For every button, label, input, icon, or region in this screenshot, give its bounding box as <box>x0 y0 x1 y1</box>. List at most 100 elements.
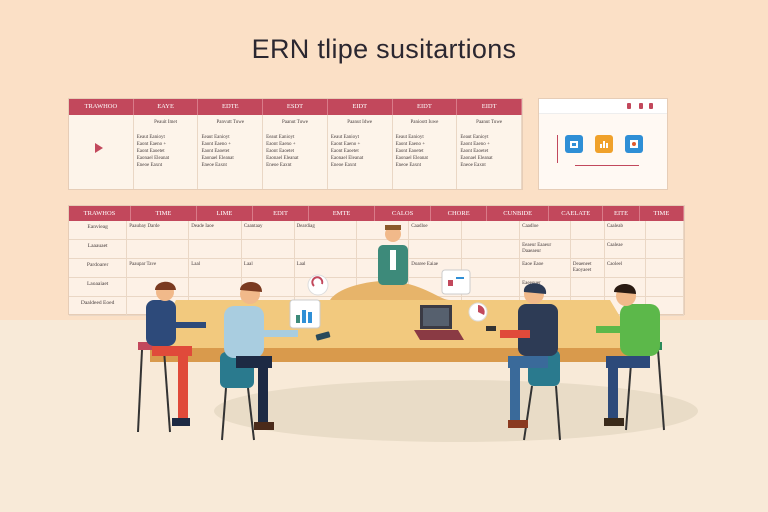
table-header-cell: EMTE <box>309 206 376 221</box>
table-cell <box>646 297 685 315</box>
toolbar-dot-icon[interactable] <box>627 103 631 109</box>
schedule-item: Eaonael Eleanat <box>266 156 299 161</box>
table-cell <box>357 240 410 258</box>
table-cell: Caadloe <box>520 221 571 239</box>
table-cell: Laal <box>242 259 295 277</box>
table-header-cell: CHORE <box>431 206 488 221</box>
schedule-item: Eaont Eaoetet <box>460 149 489 154</box>
table-cell <box>462 259 521 277</box>
toolbar-bar-icon[interactable] <box>649 103 653 109</box>
table-cell <box>127 278 190 296</box>
table-header-cell: CUNBIDE <box>487 206 550 221</box>
schedule-header-cell: EIDT <box>393 99 458 115</box>
document-icon[interactable] <box>441 269 471 295</box>
man-green-figure <box>596 284 665 431</box>
table-cell <box>646 240 685 258</box>
table-cell <box>571 221 605 239</box>
schedule-item: Eeaut Eanioyt <box>201 135 230 140</box>
schedule-item: Eneoe Eaxnt <box>136 163 163 168</box>
schedule-item: Eeaut Eanioyt <box>330 135 360 140</box>
schedule-item: Eaont Eaoetet <box>136 149 165 154</box>
table-cell: Laal <box>189 259 242 277</box>
schedule-item: Eeaut Eanioyt <box>136 135 165 140</box>
schedule-item: Eneoe Eaxnt <box>460 163 486 168</box>
schedule-column-title: Panvutt Tuwe <box>216 120 245 125</box>
table-cell <box>571 278 605 296</box>
schedule-item: Eeaut Eanioyt <box>266 135 295 140</box>
table-cell: Laal <box>295 259 357 277</box>
table-header-cell: CAELATE <box>549 206 604 221</box>
image-icon[interactable] <box>625 135 643 153</box>
play-icon[interactable] <box>95 143 103 153</box>
tablet-chart-icon[interactable] <box>289 299 321 329</box>
workflow-panel-toolbar <box>539 99 667 114</box>
schedule-item: Eeaut Eanioyt <box>460 135 489 140</box>
table-row-label: Daaldeed Eoed <box>69 297 128 315</box>
table-cell <box>127 240 190 258</box>
schedule-column-title: Paanut Tuwe <box>282 120 308 125</box>
table-cell <box>409 240 462 258</box>
table-cell: Caaleae <box>605 240 647 258</box>
workflow-panel <box>538 98 668 190</box>
table-cell <box>357 259 410 277</box>
table-cell <box>242 278 295 296</box>
laptop-icon[interactable] <box>414 305 464 340</box>
table-cell: Eeaeur Eaaeur Daaeaeur <box>520 240 571 258</box>
conference-table <box>150 300 640 350</box>
page-title: ERN tlipe susitartions <box>251 34 517 64</box>
schedule-item: Eaont Eaoetet <box>395 149 424 154</box>
toolbar-bar-icon[interactable] <box>639 103 643 109</box>
table-cell <box>646 278 685 296</box>
schedule-item: Eaont Eaeno + <box>330 142 361 147</box>
table-cell: Caaleab <box>605 221 647 239</box>
phone-icon <box>315 331 331 341</box>
table-cell <box>462 278 521 296</box>
schedule-item: Eaont Eaeno + <box>136 142 167 147</box>
woman-left-figure <box>137 281 206 433</box>
table-header-cell: TIME <box>131 206 197 221</box>
presenter-figure <box>378 225 408 285</box>
table-header-cell: CALOS <box>375 206 432 221</box>
schedule-column-title: Paanut Tuwe <box>476 120 503 125</box>
schedule-item: Eneoe Eaxnt <box>201 163 227 168</box>
calendar-icon[interactable] <box>565 135 583 153</box>
table-cell: Doaree Eaiae <box>409 259 462 277</box>
table-header-cell: LIME <box>197 206 253 221</box>
schedule-item: Eaont Eaeno + <box>395 142 426 147</box>
schedule-header-cell: EIDT <box>328 99 393 115</box>
table-cell <box>462 221 521 239</box>
table-cell: Caadloe <box>409 221 462 239</box>
schedule-header-cell: ESDT <box>263 99 328 115</box>
schedule-item: Eaonael Eleanat <box>395 156 428 161</box>
table-row-label: Pardoarer <box>69 259 128 277</box>
table-cell: Caoleel <box>605 259 647 277</box>
schedule-item: Eaont Eaeno + <box>201 142 231 147</box>
chart-icon[interactable] <box>595 135 613 153</box>
table-cell <box>646 221 685 239</box>
table-cell: Caantaay <box>242 221 295 239</box>
schedule-item: Eneoe Eaxnt <box>395 163 421 168</box>
table-header-cell: EDIT <box>253 206 310 221</box>
table-cell: Paaupar Tave <box>127 259 190 277</box>
schedule-column-title: Peauit Imet <box>154 120 178 125</box>
table-cell <box>571 240 605 258</box>
schedule-item: Eaont Eaeno + <box>266 142 296 147</box>
table-header-cell: EITE <box>603 206 640 221</box>
flow-axis-vertical <box>557 135 558 163</box>
schedule-item: Eaonael Eleanat <box>330 156 364 161</box>
schedule-item: Eaonael Eleanat <box>460 156 493 161</box>
man-glasses-figure <box>220 282 298 441</box>
schedule-item: Eneoe Eaxnt <box>330 163 357 168</box>
schedule-item: Eaont Eaeno + <box>460 142 490 147</box>
